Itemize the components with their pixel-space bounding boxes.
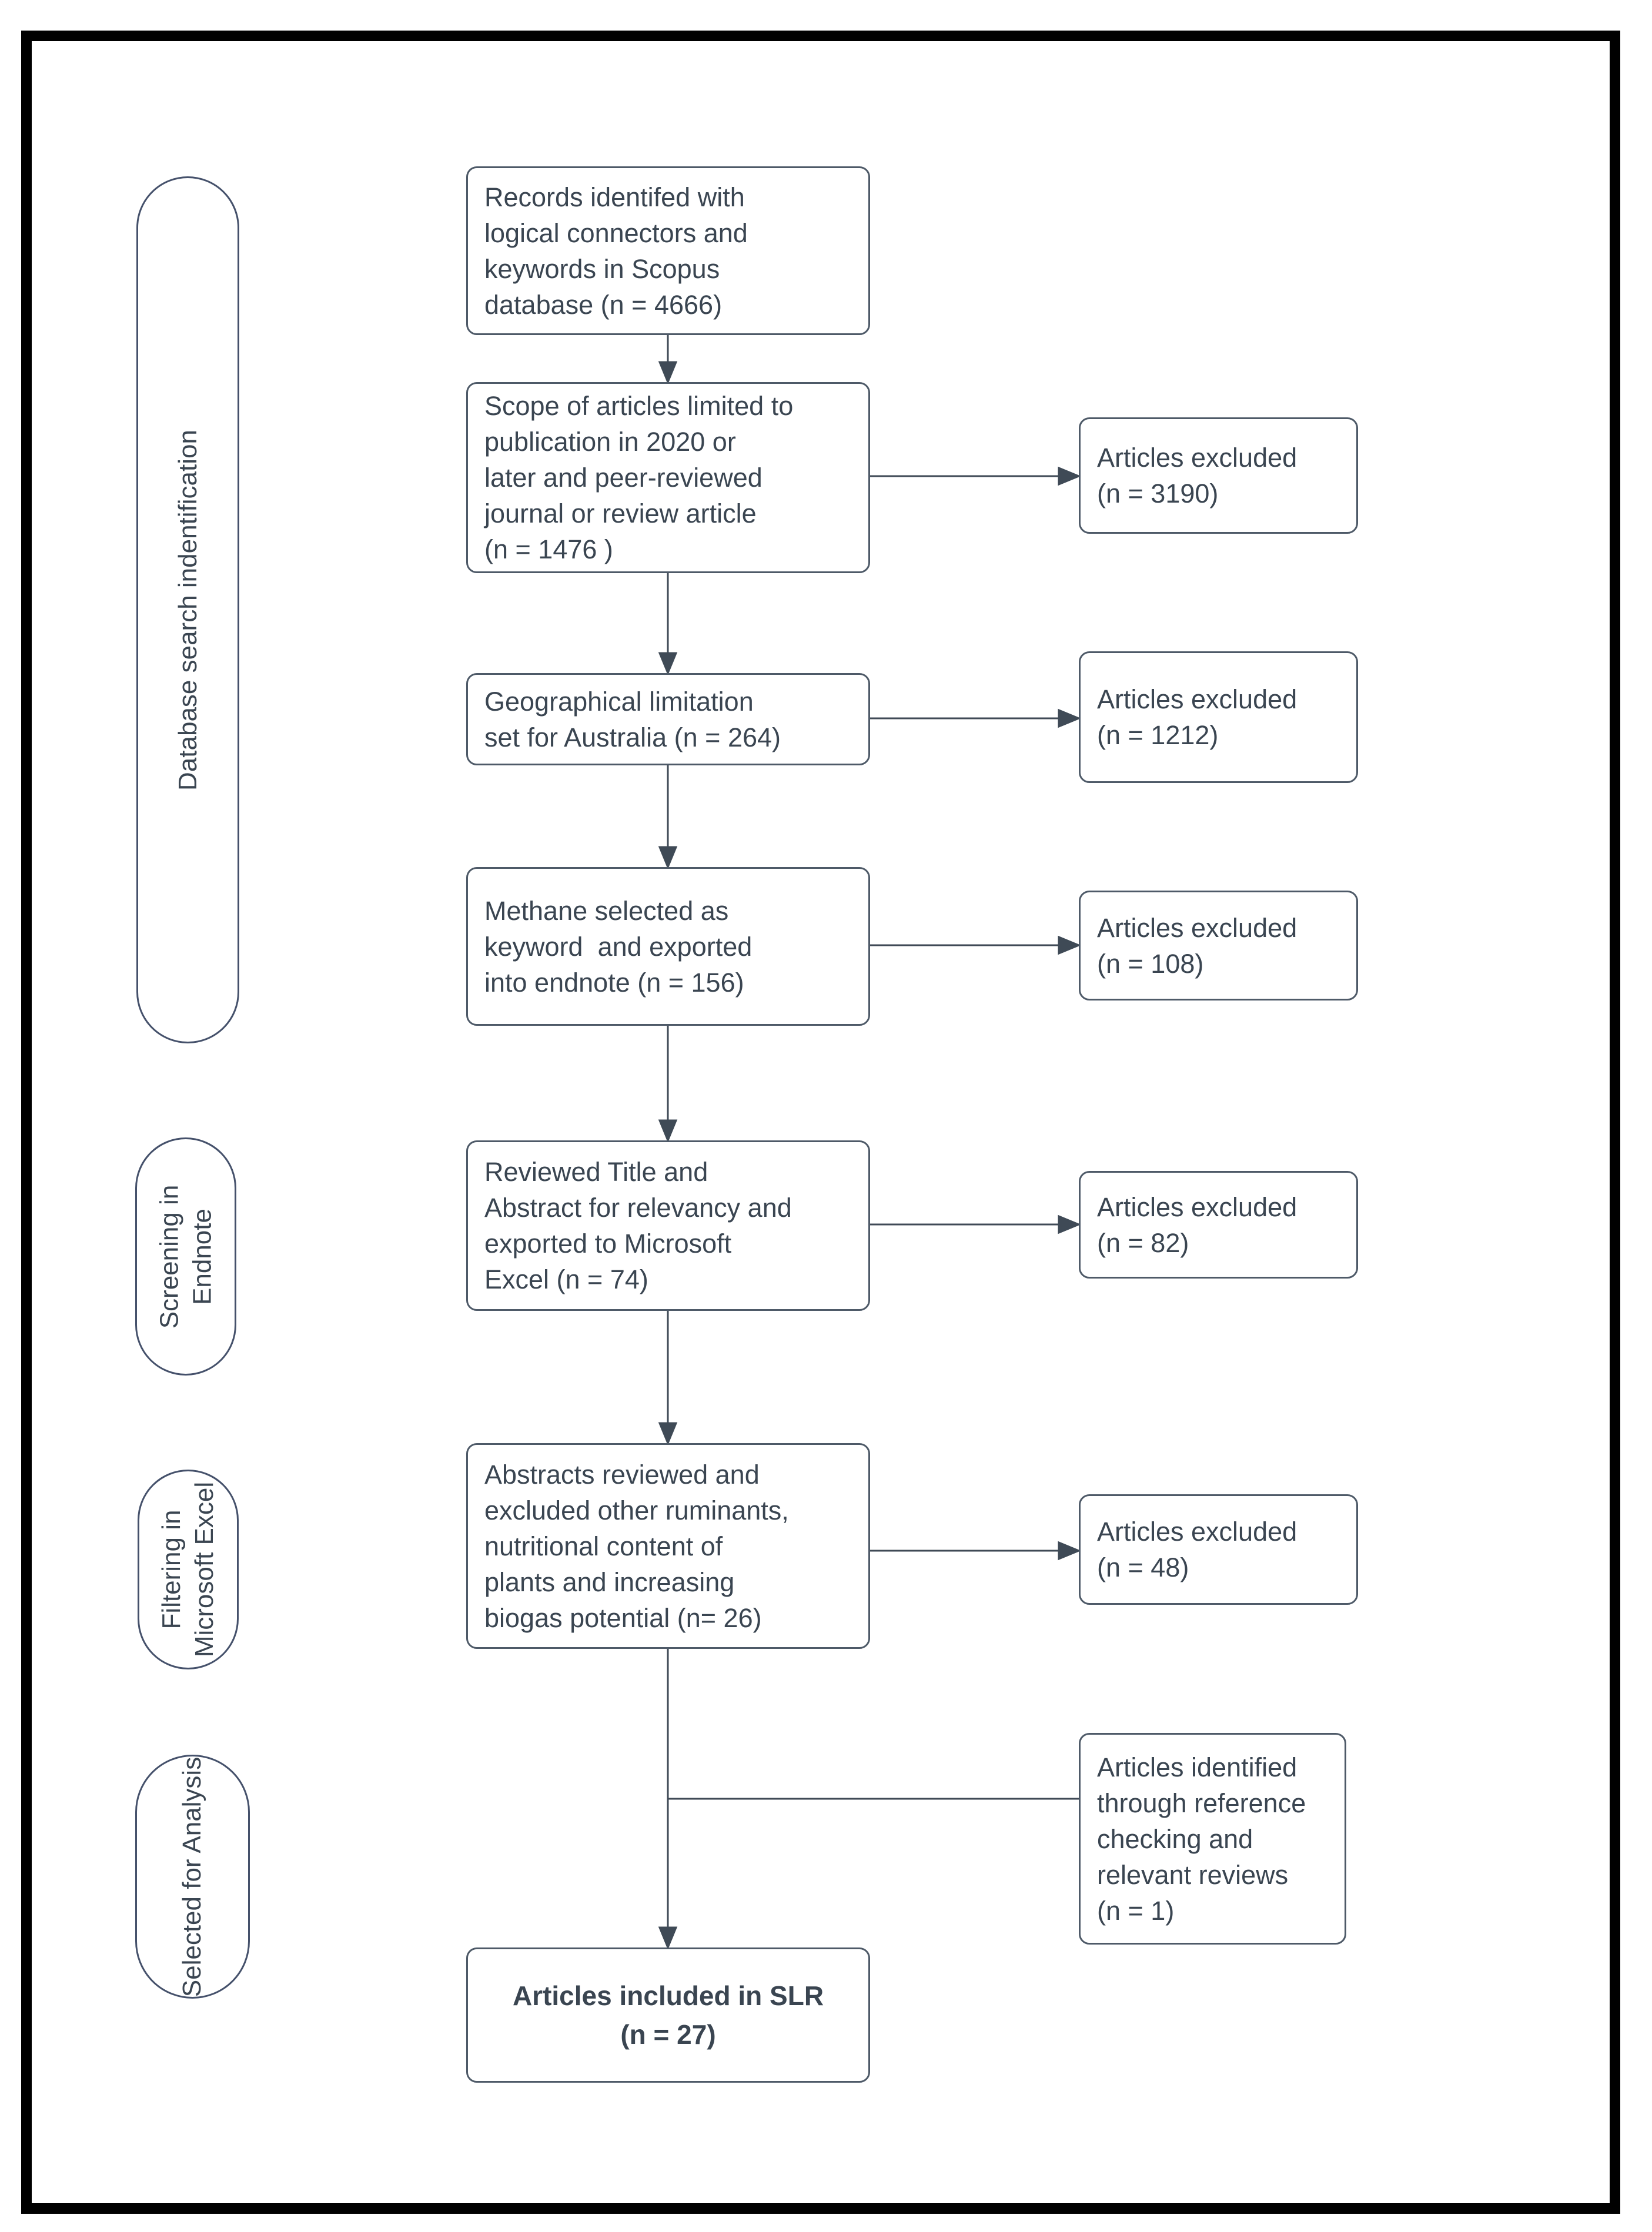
exclusion-box-text: Articles excluded (n = 3190)	[1097, 443, 1297, 508]
arrowhead-flow-4-5	[658, 1119, 678, 1143]
arrowhead-excl-3	[1058, 935, 1081, 955]
stage-screening-in-endnote: Screening in Endnote	[135, 1137, 236, 1376]
flow-box-text: Records identifed with logical connector…	[484, 182, 748, 320]
arrowhead-flow-1-2	[658, 361, 678, 384]
reference-box-text: Articles identified through reference ch…	[1097, 1752, 1306, 1926]
flow-box-geographical-limitation: Geographical limitation set for Australi…	[466, 673, 870, 765]
arrowhead-excl-1	[1058, 466, 1081, 486]
stage-filtering-in-microsoft-excel: Filtering in Microsoft Excel	[138, 1470, 239, 1669]
stage-label: Filtering in Microsoft Excel	[157, 1481, 219, 1658]
flow-box-text: Scope of articles limited to publication…	[484, 391, 794, 564]
flow-box-articles-included-in-slr: Articles included in SLR (n = 27)	[466, 1947, 870, 2083]
flow-box-records-identified: Records identifed with logical connector…	[466, 166, 870, 335]
exclusion-box-3190: Articles excluded (n = 3190)	[1079, 417, 1358, 534]
page-frame	[21, 31, 1620, 2214]
arrowhead-excl-5	[1058, 1541, 1081, 1561]
flow-box-methane-keyword: Methane selected as keyword and exported…	[466, 867, 870, 1026]
arrowhead-flow-3-4	[658, 846, 678, 869]
exclusion-box-108: Articles excluded (n = 108)	[1079, 891, 1358, 1000]
final-box-text: Articles included in SLR (n = 27)	[512, 1980, 824, 2050]
reference-checking-box: Articles identified through reference ch…	[1079, 1733, 1346, 1945]
stage-label: Selected for Analysis	[178, 1756, 207, 1997]
flow-box-text: Reviewed Title and Abstract for relevanc…	[484, 1157, 792, 1294]
stage-label: Database search indentification	[173, 429, 202, 791]
arrowhead-flow-5-6	[658, 1422, 678, 1445]
arrowhead-flow-2-3	[658, 652, 678, 675]
arrowhead-excl-4	[1058, 1214, 1081, 1234]
stage-label: Screening in Endnote	[155, 1184, 217, 1329]
arrowhead-excl-2	[1058, 708, 1081, 728]
exclusion-box-1212: Articles excluded (n = 1212)	[1079, 651, 1358, 783]
flow-box-scope-limited: Scope of articles limited to publication…	[466, 382, 870, 573]
exclusion-box-text: Articles excluded (n = 108)	[1097, 912, 1297, 979]
exclusion-box-text: Articles excluded (n = 82)	[1097, 1192, 1297, 1258]
flow-box-title-abstract-review: Reviewed Title and Abstract for relevanc…	[466, 1140, 870, 1311]
stage-database-search-identification: Database search indentification	[136, 176, 239, 1043]
exclusion-box-text: Articles excluded (n = 1212)	[1097, 684, 1297, 750]
stage-selected-for-analysis: Selected for Analysis	[135, 1755, 250, 1999]
flow-box-text: Geographical limitation set for Australi…	[484, 686, 781, 752]
arrowhead-flow-6-final	[658, 1926, 678, 1950]
flow-box-abstracts-reviewed: Abstracts reviewed and excluded other ru…	[466, 1443, 870, 1649]
flow-box-text: Abstracts reviewed and excluded other ru…	[484, 1459, 789, 1633]
exclusion-box-82: Articles excluded (n = 82)	[1079, 1171, 1358, 1279]
exclusion-box-48: Articles excluded (n = 48)	[1079, 1494, 1358, 1605]
flow-box-text: Methane selected as keyword and exported…	[484, 895, 753, 998]
exclusion-box-text: Articles excluded (n = 48)	[1097, 1517, 1297, 1582]
